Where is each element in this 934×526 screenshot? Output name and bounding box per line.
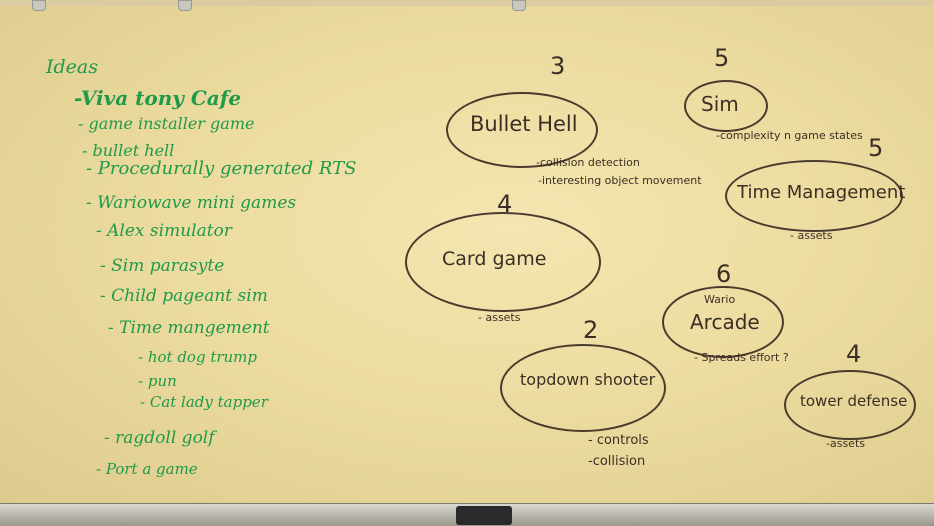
tower-defense-score: 4 [846,340,862,368]
card-game-label: Card game [442,248,547,270]
bullet-hell-score: 3 [550,52,566,80]
idea-item: - hot dog trump [138,348,258,366]
idea-item: - Port a game [96,460,198,478]
time-management-note: - assets [790,229,833,242]
bullet-hell-label: Bullet Hell [470,112,578,136]
board-clip [32,0,46,11]
idea-item: - game installer game [78,114,255,133]
sim-score: 5 [714,44,730,72]
sim-note: -complexity n game states [716,129,863,142]
idea-item: - Wariowave mini games [86,193,297,213]
ideas-heading: Ideas [46,56,98,78]
bullet-hell-note: -interesting object movement [538,174,702,187]
idea-item: - Time mangement [108,318,270,338]
tower-defense-bubble [784,370,916,440]
arcade-score: 6 [716,260,732,288]
arcade-sublabel: Wario [704,293,736,306]
card-game-bubble [405,212,601,312]
time-management-bubble [725,160,903,232]
board-clip [178,0,192,11]
time-management-score: 5 [868,134,884,162]
idea-item: - bullet hell [82,141,175,160]
idea-item: - ragdoll golf [104,428,215,448]
idea-item: - Procedurally generated RTS [86,158,357,179]
arcade-bubble [662,286,784,358]
card-game-score: 4 [497,190,513,218]
topdown-shooter-note: - controls [588,433,649,448]
tower-defense-label: tower defense [800,392,908,410]
bullet-hell-bubble [446,92,598,168]
topdown-shooter-bubble [500,344,666,432]
idea-item: - Sim parasyte [100,256,225,276]
idea-item: - Child pageant sim [100,286,268,306]
arcade-label: Arcade [690,310,760,334]
time-management-label: Time Management [737,182,906,203]
idea-item: - Cat lady tapper [140,393,268,411]
topdown-shooter-note: -collision [588,454,646,469]
topdown-shooter-label: topdown shooter [520,370,656,389]
eraser [456,506,512,525]
idea-item: - Alex simulator [96,221,232,241]
arcade-note: - Spreads effort ? [694,351,789,364]
tower-defense-note: -assets [826,437,865,450]
top-rail [0,0,934,6]
card-game-note: - assets [478,311,521,324]
board-clip [512,0,526,11]
bullet-hell-note: -collision detection [536,156,640,169]
idea-item: - pun [138,372,177,390]
topdown-shooter-score: 2 [583,316,599,344]
sim-label: Sim [701,92,739,116]
sim-bubble [684,80,768,132]
idea-item: -Viva tony Cafe [74,86,242,110]
